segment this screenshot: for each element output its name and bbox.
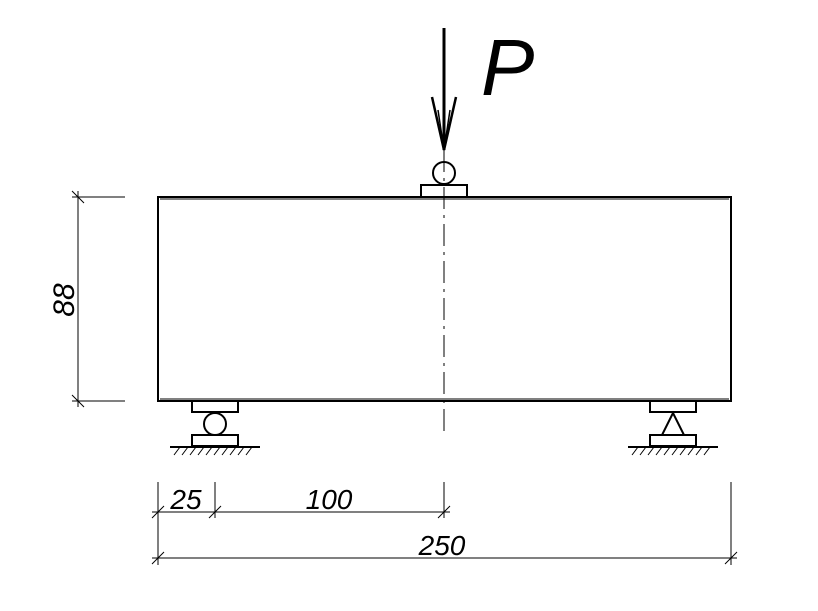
right-pin-support — [628, 400, 718, 456]
support-offset-label: 25 — [169, 484, 202, 515]
height-dimension — [71, 190, 125, 408]
load-roller — [420, 161, 468, 198]
load-label: P — [481, 23, 534, 112]
load-position-label: 100 — [306, 484, 353, 515]
total-length-label: 250 — [418, 530, 466, 561]
height-label: 88 — [48, 283, 81, 317]
load-arrow — [430, 28, 458, 151]
left-roller-support — [170, 400, 260, 456]
length-dimensions — [151, 482, 738, 565]
